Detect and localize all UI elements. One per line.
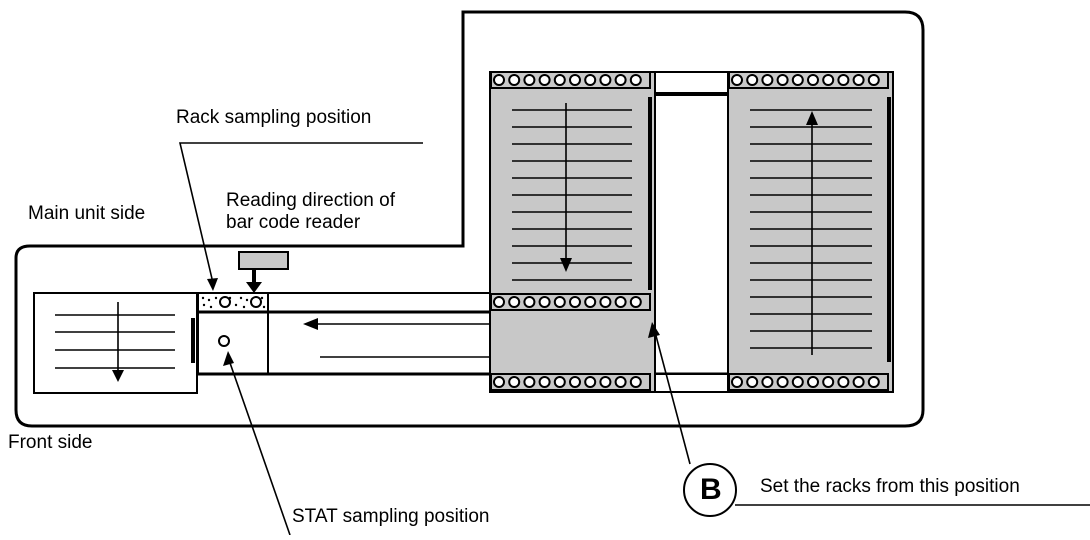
rack-position-circle xyxy=(599,376,612,388)
tray-gap xyxy=(654,71,729,393)
rack-position-rows xyxy=(490,71,889,391)
rack-position-circle xyxy=(508,376,521,388)
front-side-label: Front side xyxy=(8,432,93,453)
rack-position-circle xyxy=(746,376,759,388)
stat-sampling-label: STAT sampling position xyxy=(292,506,490,527)
rack-position-circle xyxy=(569,296,581,308)
rack-position-circle xyxy=(761,376,774,388)
rack-position-circle xyxy=(867,74,880,86)
rack-position-circle xyxy=(776,376,789,388)
callout-b-letter: B xyxy=(700,473,722,506)
barcode-reader xyxy=(238,251,289,293)
rack-tray-left xyxy=(489,71,656,393)
rack-tray-right xyxy=(727,71,894,393)
rack-position-circle xyxy=(599,74,612,86)
rack-position-circle xyxy=(538,296,551,308)
reading-direction-line2: bar code reader xyxy=(226,212,361,233)
rack-position-circle xyxy=(837,74,850,86)
rack-position-circle xyxy=(731,376,743,388)
rack-position-circle xyxy=(614,376,627,388)
rack-position-circle xyxy=(822,74,835,86)
rack-position-circle xyxy=(523,296,536,308)
rack-position-circle xyxy=(553,74,566,86)
rack-position-circle xyxy=(837,376,850,388)
rack-position-circle xyxy=(569,376,581,388)
stat-sampling-cell xyxy=(197,311,269,375)
rack-position-circle xyxy=(807,376,819,388)
rack-position-circle xyxy=(523,74,536,86)
rack-position-circle xyxy=(629,376,642,388)
rack-position-circle xyxy=(791,376,804,388)
rack-position-circle xyxy=(852,376,865,388)
rack-position-circle xyxy=(746,74,759,86)
rack-position-circle xyxy=(761,74,774,86)
rack-position-circle xyxy=(599,296,612,308)
rack-position-circle xyxy=(584,376,597,388)
rack-position-circle xyxy=(791,74,804,86)
rack-position-circle xyxy=(553,376,566,388)
rack-sampling-cell xyxy=(197,292,269,313)
rack-position-circle xyxy=(867,376,880,388)
rack-position-circle xyxy=(614,74,627,86)
callout-b-circle xyxy=(683,463,737,517)
rack-position-circle xyxy=(493,74,505,86)
rack-sampling-arrowhead xyxy=(207,278,218,291)
rack-position-circle xyxy=(508,74,521,86)
leader-lines xyxy=(30,142,1090,536)
left-buffer-tray xyxy=(33,292,198,394)
rack-position-circle xyxy=(852,74,865,86)
rack-position-circle xyxy=(584,296,597,308)
set-racks-arrowhead xyxy=(648,322,660,338)
stat-sampling-arrowhead xyxy=(223,351,234,366)
rack-position-circle xyxy=(584,74,597,86)
rack-position-circle xyxy=(822,376,835,388)
rack-position-circle xyxy=(731,74,743,86)
rack-position-circle xyxy=(629,296,642,308)
set-racks-label: Set the racks from this position xyxy=(760,476,1020,497)
reading-direction-label: Reading direction of bar code reader xyxy=(226,190,395,234)
reading-direction-line1: Reading direction of xyxy=(226,190,395,211)
rack-position-circle xyxy=(776,74,789,86)
rack-position-circle xyxy=(538,74,551,86)
rack-position-circle xyxy=(523,376,536,388)
main-unit-side-label: Main unit side xyxy=(28,203,146,224)
set-racks-leader xyxy=(654,331,691,465)
rack-position-circle xyxy=(614,296,627,308)
housing-outline xyxy=(14,10,925,428)
rack-position-circle xyxy=(538,376,551,388)
rack-sampling-label: Rack sampling position xyxy=(176,107,372,128)
rack-position-circle xyxy=(629,74,642,86)
rack-position-circle xyxy=(508,296,521,308)
rack-position-circle xyxy=(493,296,505,308)
stat-sampling-leader xyxy=(228,359,291,536)
rack-sampling-leader xyxy=(178,142,423,284)
rack-position-circle xyxy=(569,74,581,86)
rack-position-circle xyxy=(807,74,819,86)
rack-position-circle xyxy=(493,376,505,388)
rack-position-circle xyxy=(553,296,566,308)
